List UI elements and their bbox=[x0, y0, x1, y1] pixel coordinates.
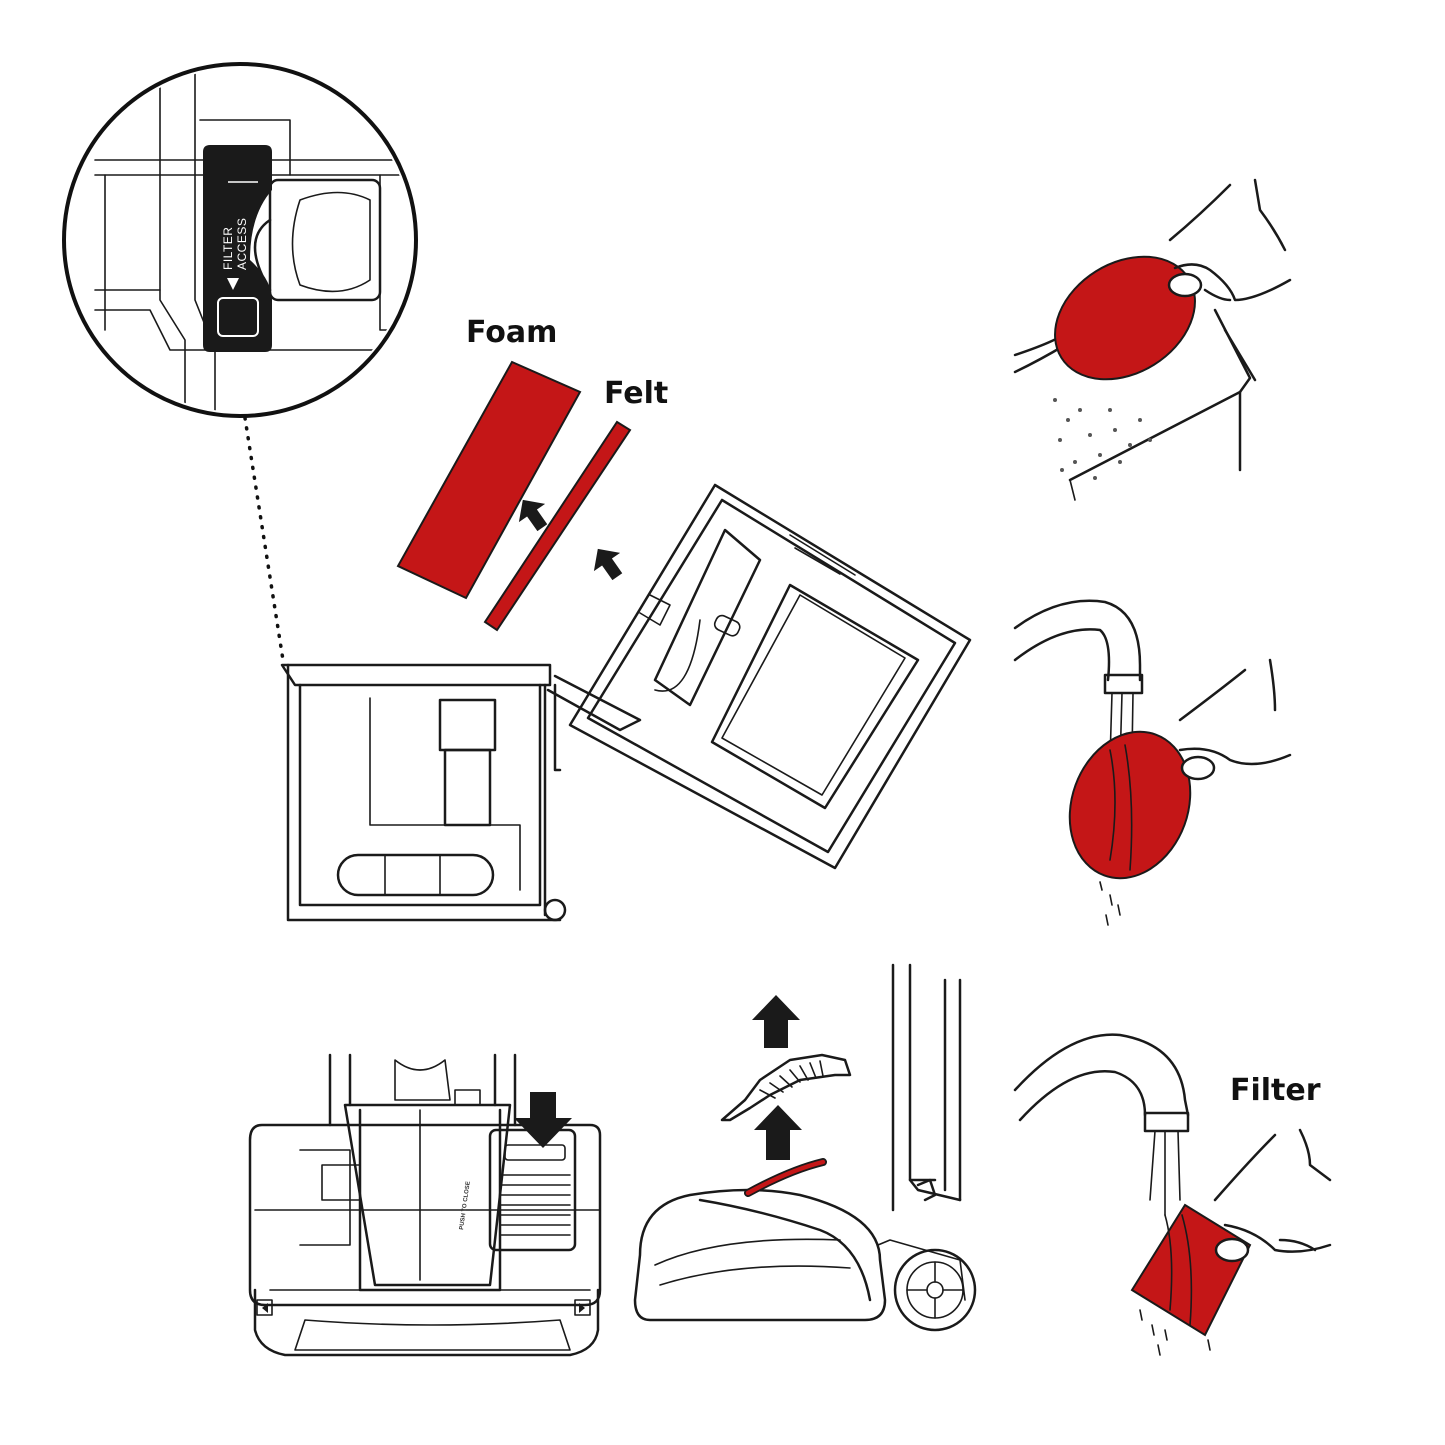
vacuum-side-exploded bbox=[633, 963, 977, 1332]
arrow-down-icon bbox=[514, 1092, 572, 1148]
vacuum-base-side bbox=[280, 663, 642, 922]
triangle-left-icon bbox=[262, 1303, 268, 1313]
arrow-up-icon bbox=[754, 1105, 802, 1160]
arrow-up-left-icon bbox=[593, 548, 623, 581]
filter-label: Filter bbox=[1230, 1073, 1321, 1108]
foam-filter bbox=[396, 360, 582, 600]
rinse-round-filter-step bbox=[1013, 599, 1292, 926]
filter-access-latch bbox=[203, 145, 272, 352]
rinse-flat-filter-step bbox=[1013, 1033, 1332, 1356]
round-filter bbox=[1054, 255, 1196, 381]
round-filter bbox=[1068, 730, 1192, 880]
filter-access-inset: FILTER ACCESS bbox=[62, 62, 418, 418]
triangle-right-icon bbox=[579, 1303, 585, 1313]
foam-label: Foam bbox=[466, 315, 557, 350]
felt-label: Felt bbox=[604, 376, 668, 411]
filter-drawer bbox=[568, 483, 972, 870]
tap-filter-over-bin-step bbox=[1013, 178, 1292, 501]
filter-access-label-line2: ACCESS bbox=[235, 218, 249, 270]
arrow-up-icon bbox=[752, 995, 800, 1048]
leader-line bbox=[243, 416, 285, 662]
push-to-close-text: PUSH TO CLOSE bbox=[459, 1181, 472, 1230]
triangle-down-icon bbox=[227, 278, 239, 290]
arrow-up-left-icon bbox=[518, 499, 548, 532]
felt-filter bbox=[483, 420, 632, 632]
filter-access-label-line1: FILTER bbox=[221, 227, 235, 270]
vacuum-front-view: PUSH TO CLOSE bbox=[248, 1053, 602, 1357]
